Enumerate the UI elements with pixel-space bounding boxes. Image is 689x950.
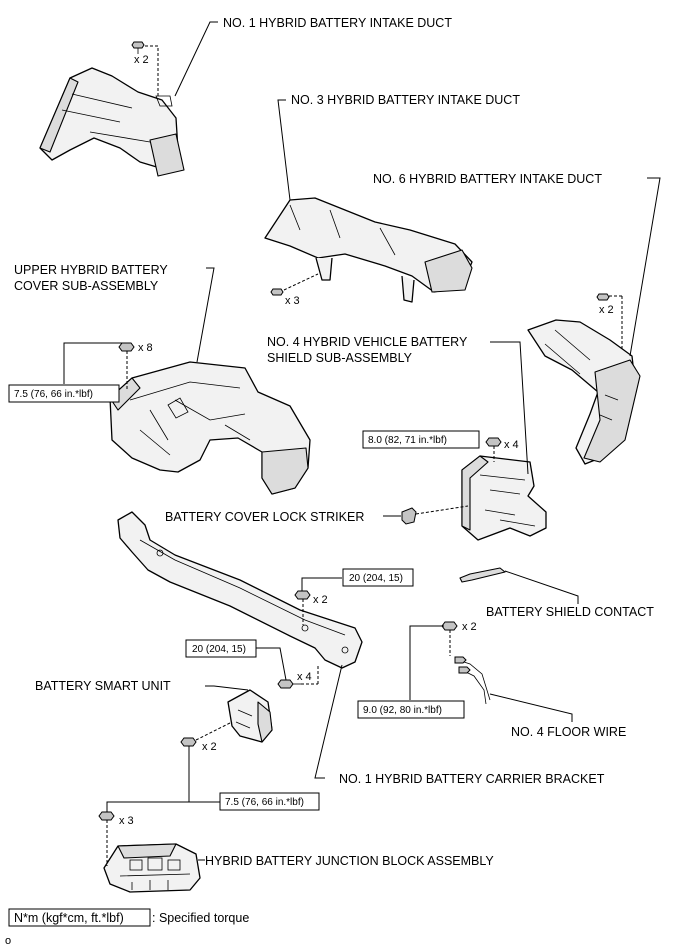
label-floor-wire: NO. 4 FLOOR WIRE	[511, 725, 626, 739]
no1-carrier-bracket	[117, 511, 363, 669]
nut-icon	[441, 621, 458, 631]
label-upper-cover-1: UPPER HYBRID BATTERY	[14, 263, 168, 277]
torque-cover: 7.5 (76, 66 in.*lbf)	[14, 389, 93, 400]
no1-intake-duct	[39, 67, 185, 177]
label-smart-unit: BATTERY SMART UNIT	[35, 679, 171, 693]
lock-striker-icon	[401, 507, 417, 525]
legend-description: : Specified torque	[152, 911, 249, 925]
torque-bracket-side: 20 (204, 15)	[192, 644, 246, 655]
no3-intake-duct	[264, 197, 473, 303]
no6-intake-duct	[527, 319, 641, 465]
qty-smart: x 2	[202, 741, 217, 753]
nut-icon	[180, 737, 197, 747]
qty-floor: x 2	[462, 621, 477, 633]
qty-bracket-side: x 4	[297, 671, 312, 683]
label-no1-intake-duct: NO. 1 HYBRID BATTERY INTAKE DUCT	[223, 16, 452, 30]
screw-icon	[131, 41, 145, 54]
screw-icon	[270, 288, 284, 296]
legend-unit-box	[8, 908, 151, 927]
label-no6-intake-duct: NO. 6 HYBRID BATTERY INTAKE DUCT	[373, 172, 602, 186]
shield-contact	[459, 567, 506, 583]
junction-block	[103, 843, 201, 893]
label-no4-shield-2: SHIELD SUB-ASSEMBLY	[267, 351, 413, 365]
upper-cover	[109, 361, 311, 495]
bolt-icon	[118, 342, 135, 352]
qty-shield: x 4	[504, 439, 519, 451]
label-shield-contact: BATTERY SHIELD CONTACT	[486, 605, 654, 619]
nut-icon	[98, 811, 115, 821]
qty-duct1: x 2	[134, 54, 149, 66]
qty-duct3: x 3	[285, 295, 300, 307]
figure-id: o	[5, 935, 11, 947]
legend-unit: N*m (kgf*cm, ft.*lbf)	[14, 911, 124, 925]
label-upper-cover-2: COVER SUB-ASSEMBLY	[14, 279, 159, 293]
label-no4-shield-1: NO. 4 HYBRID VEHICLE BATTERY	[267, 335, 468, 349]
label-no3-intake-duct: NO. 3 HYBRID BATTERY INTAKE DUCT	[291, 93, 520, 107]
torque-smart-unit: 7.5 (76, 66 in.*lbf)	[225, 797, 304, 808]
bolt-icon	[485, 437, 502, 447]
qty-duct6: x 2	[599, 304, 614, 316]
bolt-icon	[277, 679, 301, 689]
label-junction-block: HYBRID BATTERY JUNCTION BLOCK ASSEMBLY	[205, 854, 494, 868]
qty-bracket-top: x 2	[313, 594, 328, 606]
bolt-icon	[294, 590, 311, 600]
floor-wire	[454, 656, 491, 705]
torque-floor-wire: 9.0 (92, 80 in.*lbf)	[363, 705, 442, 716]
torque-shield: 8.0 (82, 71 in.*lbf)	[368, 435, 447, 446]
screw-icon	[596, 293, 610, 301]
qty-junction: x 3	[119, 815, 134, 827]
qty-cover: x 8	[138, 342, 153, 354]
label-carrier-bracket: NO. 1 HYBRID BATTERY CARRIER BRACKET	[339, 772, 605, 786]
torque-bracket-top: 20 (204, 15)	[349, 573, 403, 584]
no4-battery-shield	[461, 455, 547, 541]
label-lock-striker: BATTERY COVER LOCK STRIKER	[165, 510, 364, 524]
battery-smart-unit	[227, 689, 273, 743]
